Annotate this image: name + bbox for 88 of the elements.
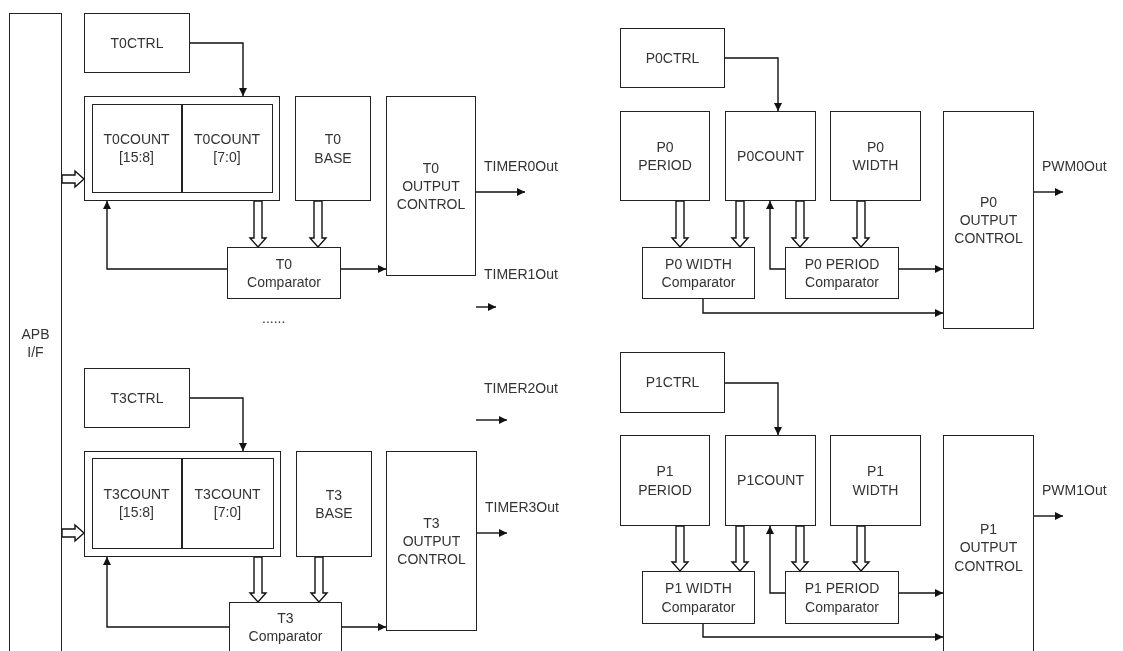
register-box	[830, 435, 921, 526]
bus-arrow	[670, 525, 690, 573]
register-box	[91, 457, 182, 549]
bus-arrow	[308, 200, 328, 249]
arrow	[475, 188, 526, 196]
arrow	[724, 382, 782, 436]
node-label: P0 OUTPUT CONTROL	[954, 192, 1023, 248]
node-label: P1COUNT	[737, 471, 804, 490]
bus-arrow	[248, 200, 268, 249]
register-box	[620, 435, 710, 526]
register-box	[84, 13, 190, 73]
node-label: P1 WIDTH	[852, 462, 899, 499]
arrow	[340, 265, 387, 273]
bus-arrow	[730, 525, 750, 573]
node-label: P1CTRL	[645, 373, 700, 392]
node-label: T0CTRL	[110, 33, 164, 53]
node-label: P0CTRL	[645, 48, 700, 68]
node-label: P0 WIDTH Comparator	[660, 254, 737, 292]
node-label: P1 OUTPUT CONTROL	[954, 520, 1023, 575]
node-label: T3CTRL	[110, 388, 164, 408]
register-box	[84, 368, 190, 428]
register-box	[91, 103, 182, 193]
arrow	[189, 42, 247, 97]
arrow	[702, 298, 944, 317]
register-box	[620, 28, 725, 88]
output-control-box	[386, 451, 477, 631]
output-control-box	[943, 435, 1034, 651]
node-label: P0 PERIOD Comparator	[803, 254, 881, 292]
counter-register-box	[84, 451, 281, 557]
bus-arrow	[61, 523, 86, 543]
arrow	[103, 556, 230, 628]
bus-arrow	[790, 200, 810, 249]
register-box	[830, 111, 921, 201]
register-box	[725, 111, 816, 201]
output-control-box	[386, 96, 476, 276]
node-label: T0 Comparator	[247, 254, 321, 292]
bus-arrow	[730, 200, 750, 249]
comparator-box	[785, 247, 899, 299]
arrow	[702, 623, 944, 641]
node-label: P0COUNT	[737, 146, 804, 166]
comparator-box	[785, 571, 899, 624]
node-label: T0COUNT [15:8]	[103, 129, 170, 167]
bus-arrow	[670, 200, 690, 249]
register-box	[620, 111, 710, 201]
comparator-box	[227, 247, 341, 299]
arrow	[103, 200, 228, 270]
node-label: P1 PERIOD Comparator	[803, 579, 881, 616]
comparator-box	[642, 247, 755, 299]
register-box	[295, 96, 371, 201]
node-label: T3 OUTPUT CONTROL	[397, 513, 466, 569]
bus-arrow	[851, 525, 871, 573]
bus-interface-box	[9, 13, 62, 651]
register-box	[296, 451, 372, 557]
register-box	[725, 435, 816, 526]
arrow	[724, 57, 782, 112]
arrow	[476, 529, 508, 537]
node-label: T3 Comparator	[248, 608, 323, 646]
arrow	[189, 397, 247, 452]
bus-arrow	[309, 556, 329, 604]
bus-arrow	[851, 200, 871, 249]
node-label: T3COUNT [15:8]	[103, 484, 170, 522]
node-label: P0 WIDTH	[852, 137, 899, 175]
arrow	[898, 265, 944, 273]
node-label: T0COUNT [7:0]	[194, 129, 260, 167]
register-box	[181, 103, 273, 193]
output-control-box	[943, 111, 1034, 329]
arrow	[1033, 188, 1064, 196]
arrow	[766, 525, 786, 594]
arrow	[898, 589, 944, 597]
node-label: T3COUNT [7:0]	[194, 484, 261, 522]
node-label: T0 OUTPUT CONTROL	[396, 158, 466, 214]
arrow	[341, 623, 387, 631]
node-label: P0 PERIOD	[638, 137, 692, 175]
comparator-box	[229, 602, 342, 651]
register-box	[181, 457, 274, 549]
node-label: T0 BASE	[314, 130, 352, 167]
comparator-box	[642, 571, 755, 624]
bus-arrow	[248, 556, 268, 604]
arrow	[766, 200, 786, 270]
node-label: APB I/F	[21, 324, 50, 362]
register-box	[620, 352, 725, 413]
node-label: P1 WIDTH Comparator	[660, 579, 737, 616]
arrow	[1033, 512, 1064, 520]
node-label: P1 PERIOD	[638, 462, 692, 499]
node-label: T3 BASE	[315, 485, 353, 523]
bus-arrow	[61, 169, 86, 189]
bus-arrow	[790, 525, 810, 573]
counter-register-box	[84, 96, 280, 201]
